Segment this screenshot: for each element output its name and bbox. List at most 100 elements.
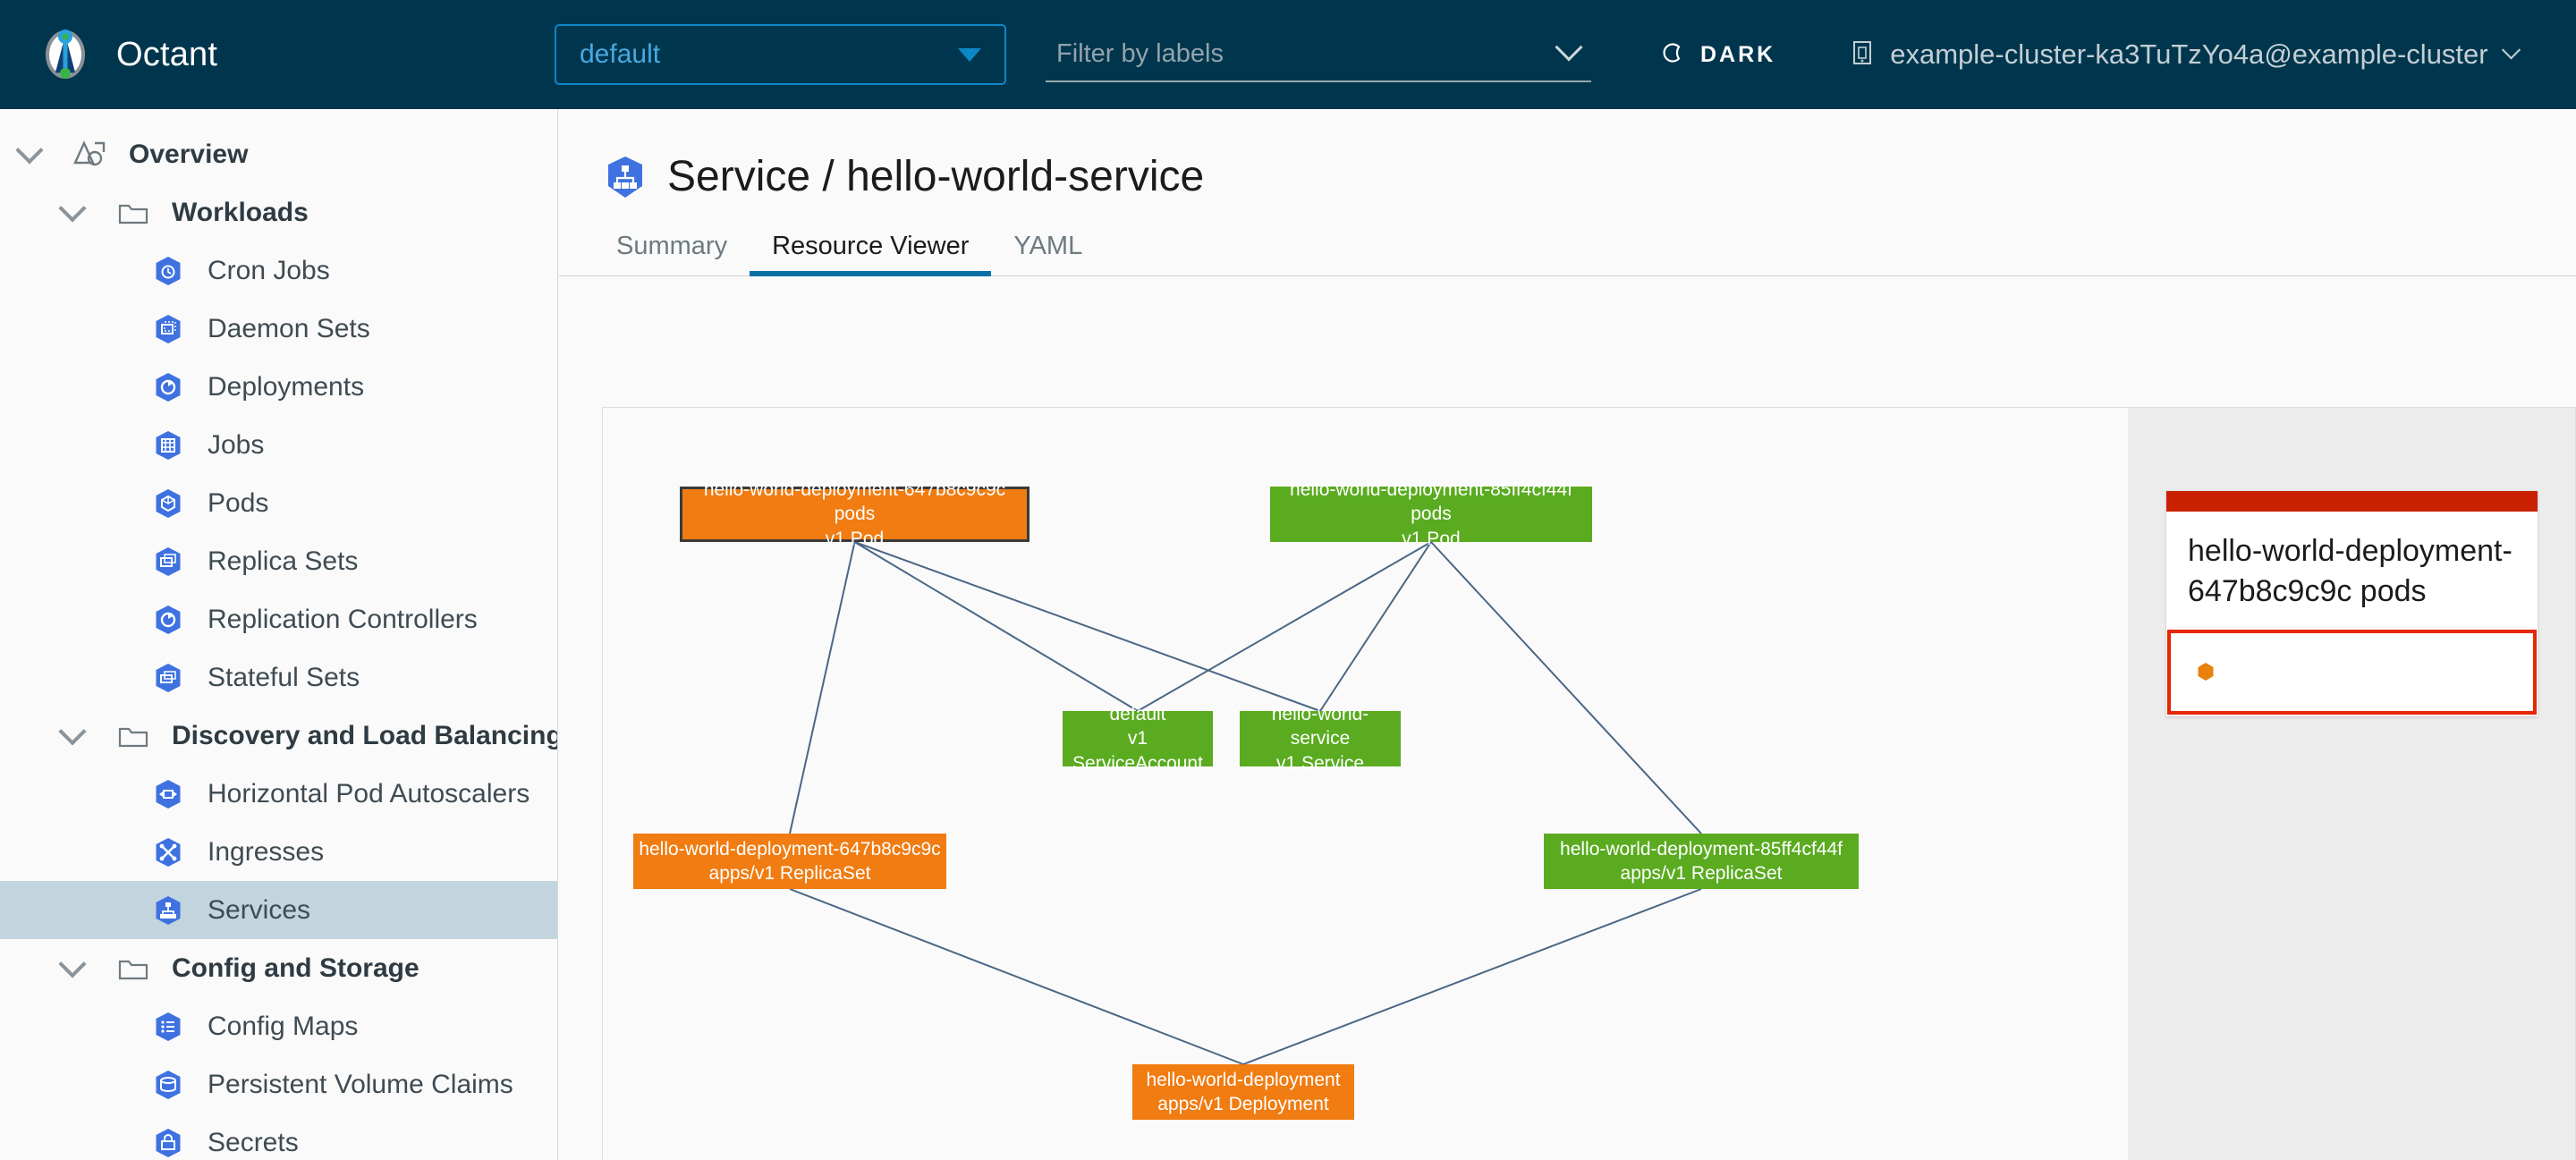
sidebar-item-label: Cron Jobs [208, 255, 330, 285]
sidebar-item-label: Ingresses [208, 836, 325, 867]
graph-node-svc[interactable]: hello-world-service v1 Service [1240, 704, 1401, 774]
sidebar-item-config-and-storage[interactable]: Config and Storage [0, 939, 557, 997]
sidebar-item-pods[interactable]: Pods [0, 474, 557, 532]
sidebar-item-label: Daemon Sets [208, 313, 370, 343]
sidebar-item-config-maps[interactable]: Config Maps [0, 997, 557, 1055]
graph-node-name: hello-world-deployment-85ff4cf44f [1560, 838, 1843, 859]
service-icon [603, 155, 648, 199]
chevron-down-icon[interactable] [1555, 33, 1583, 62]
label-filter-input[interactable]: Filter by labels [1046, 27, 1591, 82]
sidebar-item-services[interactable]: Services [0, 881, 557, 939]
graph-edges [789, 541, 1702, 1065]
cronjob-icon [152, 255, 184, 287]
graph-node-rs-85f[interactable]: hello-world-deployment-85ff4cf44f apps/v1… [1544, 834, 1859, 889]
sidebar-item-label: Deployments [208, 371, 365, 402]
octant-logo-icon [38, 27, 93, 82]
sidebar-item-ingresses[interactable]: Ingresses [0, 823, 557, 881]
detail-card-body[interactable] [2167, 629, 2537, 715]
statefulset-icon [152, 662, 184, 694]
namespace-value: default [580, 39, 661, 69]
graph-edge [1319, 541, 1432, 712]
cluster-context-select[interactable]: example-cluster-ka3TuTzYo4a@example-clus… [1851, 38, 2521, 71]
sidebar-item-overview[interactable]: Overview [0, 125, 557, 183]
sidebar-item-label: Replication Controllers [208, 604, 478, 634]
graph-node-name: hello-world-deployment-647b8c9c9c [639, 838, 941, 859]
replicationcontroller-icon [152, 604, 184, 636]
resource-graph[interactable]: hello-world-deployment-647b8c9c9c pods v1… [603, 408, 2127, 1160]
job-icon [152, 429, 184, 461]
sidebar-item-jobs[interactable]: Jobs [0, 416, 557, 474]
sidebar-item-label: Horizontal Pod Autoscalers [208, 778, 530, 809]
graph-node-name: hello-world-deployment-85ff4cf44f pods [1290, 479, 1572, 525]
detail-panel-area: hello-world-deployment-647b8c9c9c pods [2128, 408, 2575, 1160]
graph-node-name: hello-world-deployment-647b8c9c9c pods [703, 479, 1006, 525]
deployment-icon [152, 371, 184, 403]
chevron-down-icon [2501, 39, 2521, 59]
sidebar-item-label: Pods [208, 487, 269, 518]
ingress-icon [152, 836, 184, 868]
tab-label: Summary [616, 232, 728, 260]
tab-label: YAML [1013, 232, 1083, 260]
folder-icon [118, 200, 148, 225]
sidebar-item-discovery-and-load-balancing[interactable]: Discovery and Load Balancing [0, 707, 557, 765]
sidebar-item-replica-sets[interactable]: Replica Sets [0, 532, 557, 590]
sidebar-item-persistent-volume-claims[interactable]: Persistent Volume Claims [0, 1055, 557, 1113]
graph-edge [1137, 541, 1432, 712]
configmap-icon [152, 1011, 184, 1043]
sidebar-item-workloads[interactable]: Workloads [0, 183, 557, 241]
secret-icon [152, 1127, 184, 1159]
detail-card-status-bar [2166, 491, 2538, 512]
pvc-icon [152, 1069, 184, 1101]
graph-edge [789, 888, 1244, 1065]
brand[interactable]: Octant [0, 27, 555, 82]
replicaset-icon [152, 546, 184, 578]
sidebar-item-label: Services [208, 894, 311, 925]
theme-toggle[interactable]: DARK [1661, 40, 1775, 70]
graph-edge [1430, 541, 1702, 834]
sidebar-item-horizontal-pod-autoscalers[interactable]: Horizontal Pod Autoscalers [0, 765, 557, 823]
graph-node-rs-647[interactable]: hello-world-deployment-647b8c9c9c apps/v1… [633, 834, 946, 889]
moon-icon [1661, 40, 1686, 70]
sidebar-item-stateful-sets[interactable]: Stateful Sets [0, 648, 557, 707]
service-icon [152, 894, 184, 927]
tab-summary[interactable]: Summary [603, 232, 750, 275]
graph-node-pod-647[interactable]: hello-world-deployment-647b8c9c9c pods v1… [680, 479, 1030, 549]
sidebar-item-label: Stateful Sets [208, 662, 360, 692]
graph-edge [1242, 888, 1702, 1065]
sidebar-item-label: Workloads [172, 197, 309, 227]
pod-icon [152, 487, 184, 520]
graph-node-kind: apps/v1 ReplicaSet [708, 863, 871, 884]
app-header: Octant default Filter by labels DARK exa… [0, 0, 2576, 109]
detail-card[interactable]: hello-world-deployment-647b8c9c9c pods [2166, 491, 2538, 716]
detail-card-title: hello-world-deployment-647b8c9c9c pods [2188, 534, 2512, 608]
sidebar-item-deployments[interactable]: Deployments [0, 358, 557, 416]
tab-yaml[interactable]: YAML [991, 232, 1105, 275]
sidebar-item-label: Config Maps [208, 1011, 359, 1041]
graph-node-name: hello-world-service [1271, 704, 1369, 749]
graph-node-kind: apps/v1 Deployment [1157, 1094, 1329, 1114]
sidebar-item-secrets[interactable]: Secrets [0, 1113, 557, 1160]
sidebar-item-label: Discovery and Load Balancing [172, 720, 558, 750]
graph-node-kind: v1 Pod [825, 528, 885, 549]
graph-node-kind: v1 Service [1275, 752, 1365, 774]
tab-bar: Summary Resource Viewer YAML [559, 232, 2576, 276]
chevron-down-icon[interactable] [58, 193, 87, 223]
chevron-down-icon[interactable] [58, 716, 87, 746]
sidebar-item-daemon-sets[interactable]: Daemon Sets [0, 300, 557, 358]
chevron-down-icon[interactable] [58, 949, 87, 978]
sidebar-item-cron-jobs[interactable]: Cron Jobs [0, 241, 557, 300]
resource-viewer: hello-world-deployment-647b8c9c9c pods v1… [602, 407, 2576, 1160]
label-filter-placeholder: Filter by labels [1056, 38, 1224, 68]
overview-icon [72, 140, 107, 170]
sidebar-item-label: Replica Sets [208, 546, 359, 576]
tab-resource-viewer[interactable]: Resource Viewer [750, 232, 992, 276]
chevron-down-icon[interactable] [15, 135, 44, 165]
sidebar-item-label: Jobs [208, 429, 265, 460]
sidebar-item-replication-controllers[interactable]: Replication Controllers [0, 590, 557, 648]
namespace-select[interactable]: default [555, 24, 1006, 85]
graph-node-kind: apps/v1 ReplicaSet [1620, 863, 1783, 884]
